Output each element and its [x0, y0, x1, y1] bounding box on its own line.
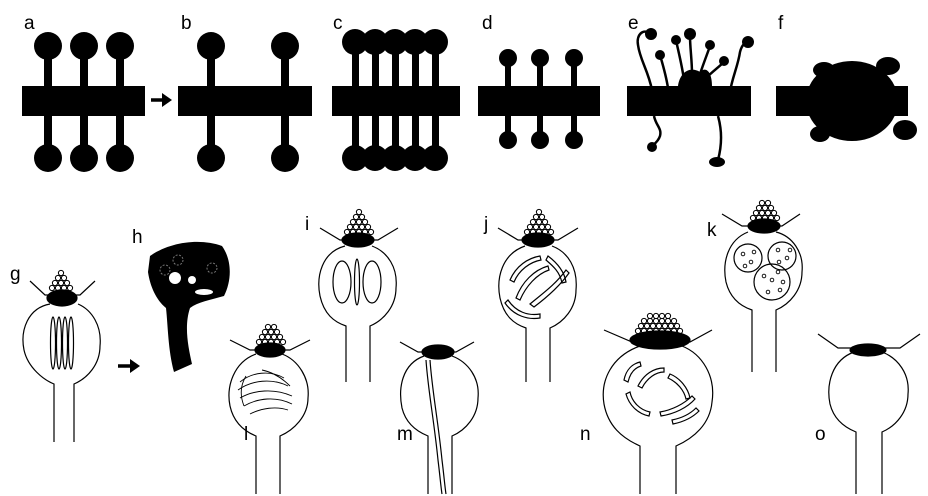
- panel-f-graphic: [776, 57, 917, 142]
- label-g: g: [10, 264, 21, 285]
- panel-n-graphic: [603, 313, 712, 494]
- panel-o-graphic: [818, 334, 920, 494]
- label-b: b: [181, 13, 192, 34]
- label-k: k: [707, 220, 717, 241]
- label-j: j: [483, 214, 488, 235]
- label-l: l: [244, 424, 248, 445]
- panel-a-graphic: [22, 32, 145, 172]
- panel-i-graphic: [319, 209, 398, 382]
- label-a: a: [24, 13, 35, 34]
- panel-l-graphic: [229, 324, 310, 494]
- panel-k-graphic: [722, 200, 802, 372]
- arrow-right-icon: [151, 93, 172, 107]
- label-m: m: [397, 424, 413, 445]
- label-i: i: [305, 214, 309, 235]
- label-o: o: [815, 424, 826, 445]
- panel-m-graphic: [400, 342, 478, 494]
- label-e: e: [628, 13, 639, 34]
- panel-h-graphic: [148, 242, 230, 372]
- label-h: h: [132, 227, 143, 248]
- arrow-right-icon: [118, 359, 140, 373]
- panel-g-graphic: [23, 270, 100, 442]
- label-f: f: [778, 13, 784, 34]
- label-n: n: [580, 424, 591, 445]
- panel-e-graphic: [627, 28, 754, 167]
- panel-d-graphic: [478, 49, 600, 149]
- label-d: d: [482, 13, 493, 34]
- panel-b-graphic: [178, 32, 312, 172]
- panel-c-graphic: [332, 29, 460, 171]
- panel-j-graphic: [498, 209, 578, 382]
- label-c: c: [333, 13, 343, 34]
